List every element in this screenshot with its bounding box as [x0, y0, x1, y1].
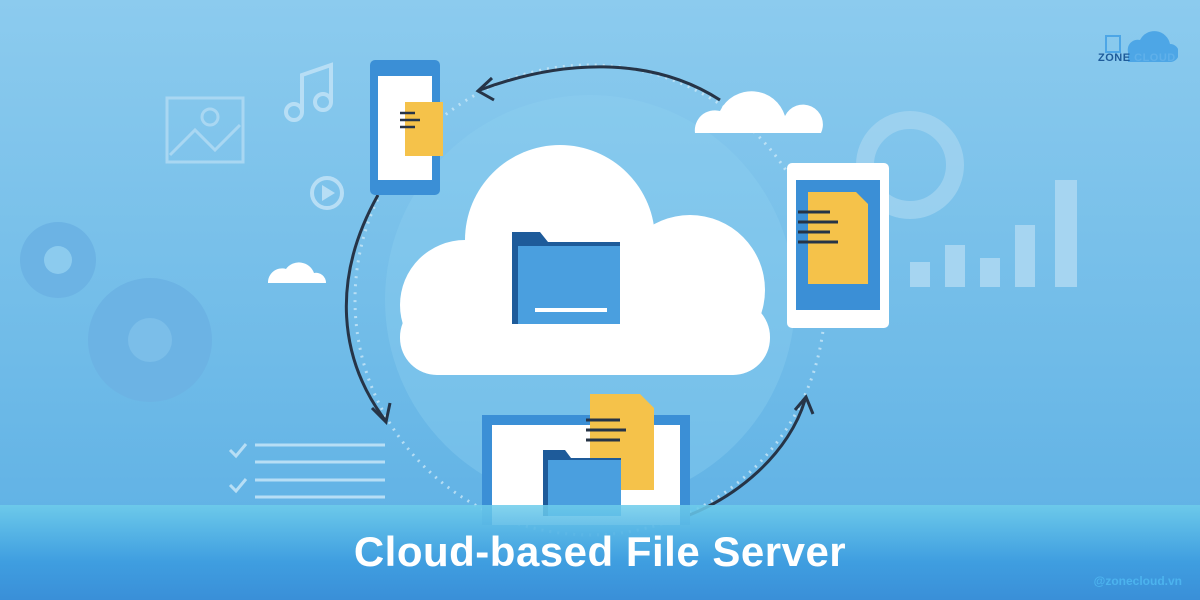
checklist-icon: [228, 443, 385, 499]
zonecloud-logo-icon: [1105, 31, 1178, 62]
laptop-device: [482, 394, 690, 525]
cloud-icon-top: [694, 91, 823, 133]
phone-device: [370, 60, 443, 195]
chart-bars-icon: [910, 180, 1077, 287]
folder-icon: [512, 232, 620, 324]
small-cloud-icon: [267, 262, 327, 283]
image-icon: [165, 96, 245, 164]
tablet-device: [787, 163, 889, 328]
play-icon: [310, 176, 344, 210]
title-banner: [0, 505, 1200, 600]
social-handle: @zonecloud.vn: [1093, 574, 1182, 588]
music-note-icon: [284, 62, 333, 122]
logo-text: ZONE CLOUD: [1098, 52, 1176, 64]
gear-icon: [20, 222, 212, 402]
page-title: Cloud-based File Server: [353, 528, 847, 575]
